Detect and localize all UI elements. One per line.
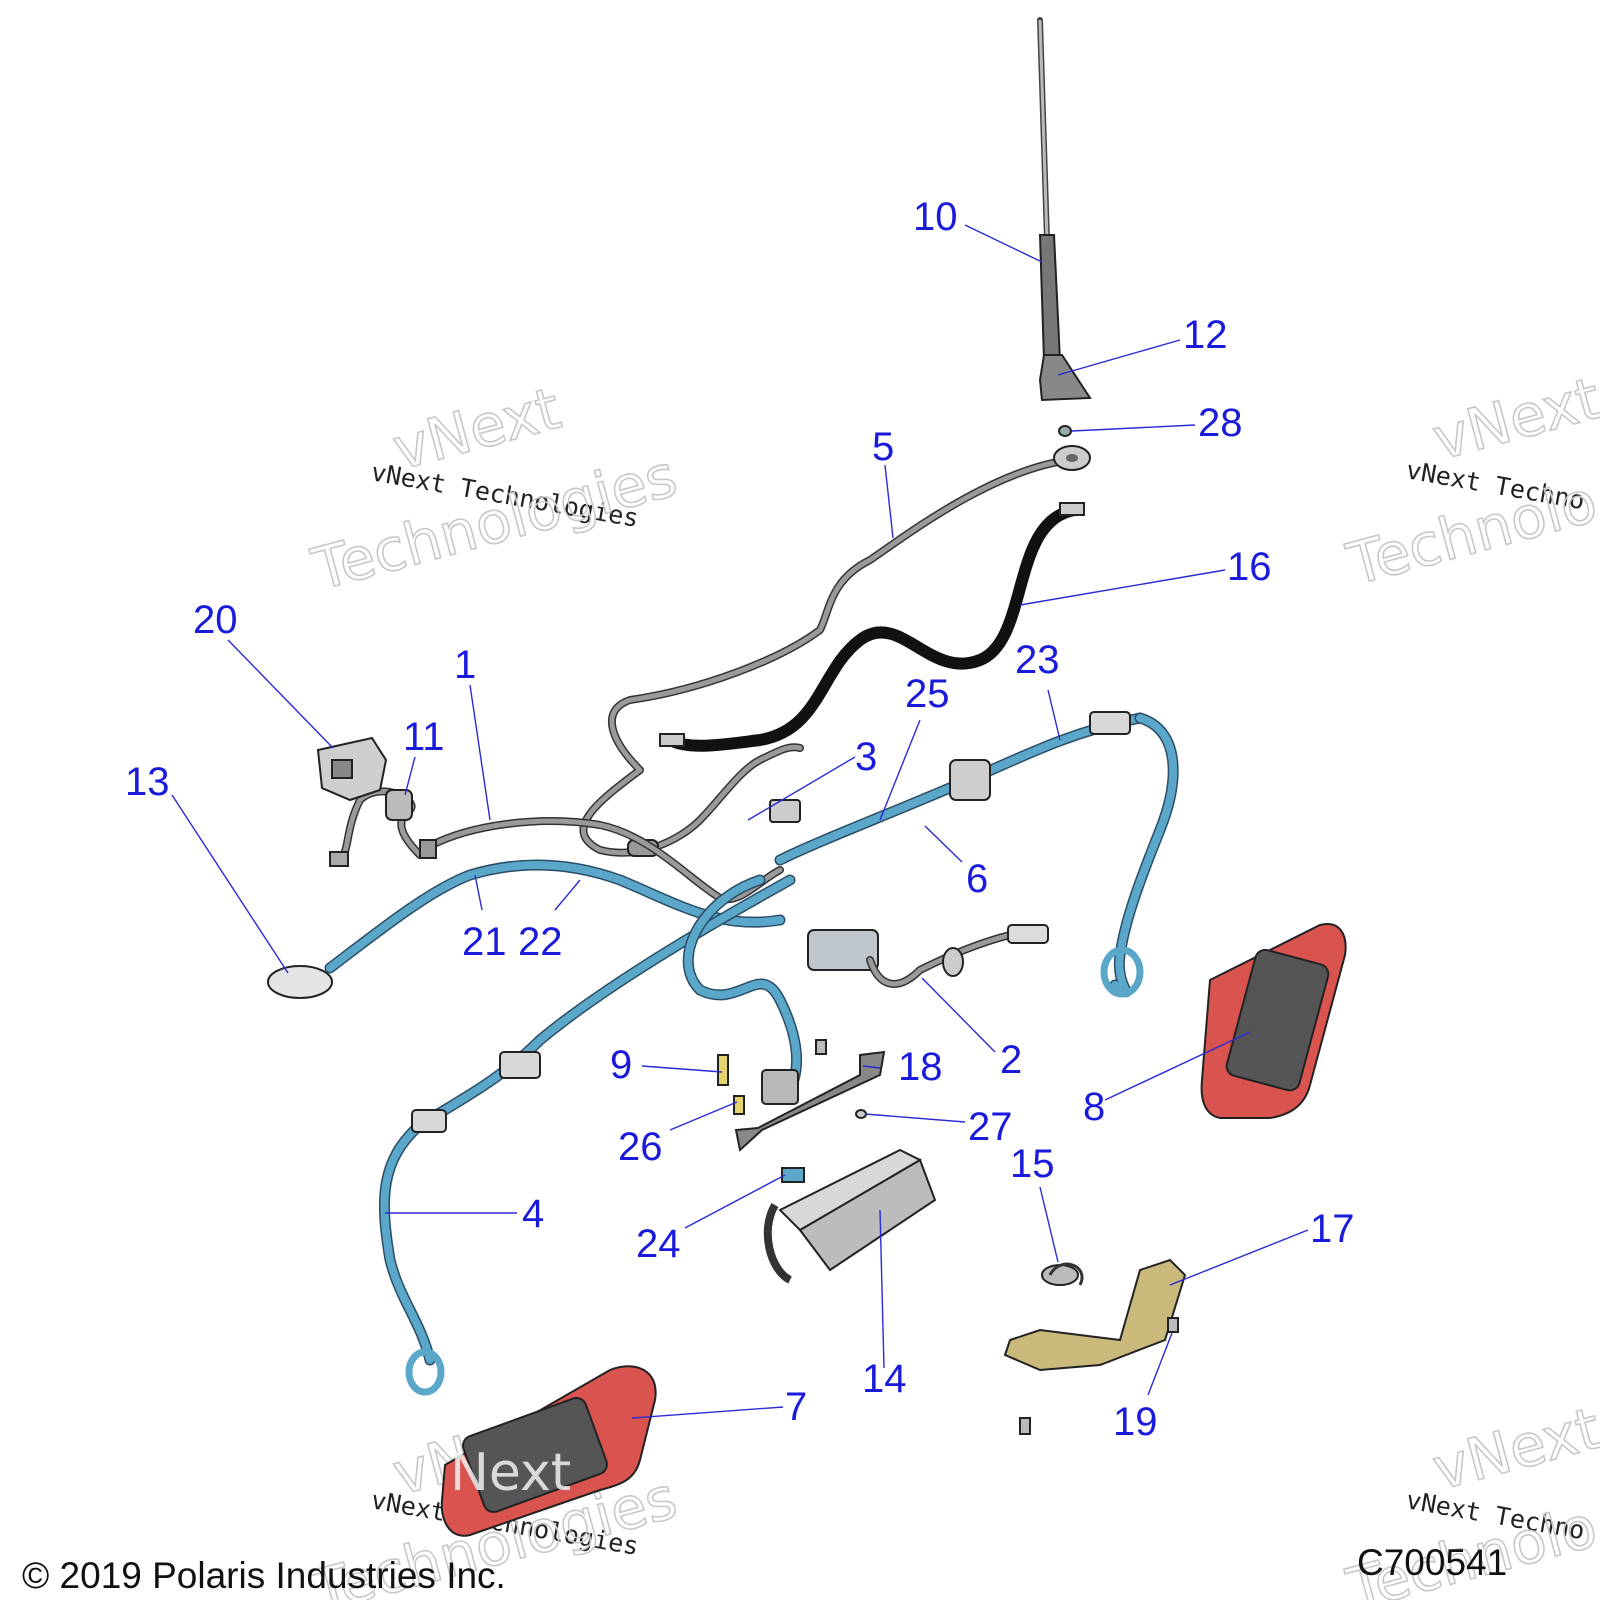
module xyxy=(761,1069,799,1105)
leader-9 xyxy=(641,1065,723,1073)
watermark-top-left: vNext Technologies vNext Technologies xyxy=(304,373,684,604)
watermark-big-text-1: vNext xyxy=(386,374,567,484)
leader-27 xyxy=(864,1113,966,1123)
callout-24: 24 xyxy=(636,1222,681,1266)
leader-10 xyxy=(964,224,1043,263)
callout-3: 3 xyxy=(855,735,877,779)
callout-9: 9 xyxy=(610,1043,632,1087)
callout-4: 4 xyxy=(522,1192,544,1236)
leader-26 xyxy=(669,1101,738,1131)
antenna xyxy=(1037,17,1092,437)
leader-12 xyxy=(1057,339,1181,376)
callout-26: 26 xyxy=(618,1125,663,1169)
leader-7 xyxy=(631,1406,784,1419)
callout-15: 15 xyxy=(1010,1142,1055,1186)
leader-24 xyxy=(684,1174,786,1229)
usb-lead xyxy=(866,924,1049,988)
leader-16 xyxy=(1019,569,1226,606)
speaker-right xyxy=(1200,923,1347,1119)
ground-strap xyxy=(659,502,1085,752)
callout-11: 11 xyxy=(403,715,445,759)
speaker-logo-text: Next xyxy=(450,1443,571,1503)
callout-1: 1 xyxy=(454,643,476,687)
mount-bracket xyxy=(316,736,388,802)
callout-25: 25 xyxy=(905,672,950,716)
figure-id: C700541 xyxy=(1357,1542,1507,1583)
callout-19: 19 xyxy=(1113,1400,1158,1444)
callout-13: 13 xyxy=(125,760,170,804)
leader-6 xyxy=(924,825,963,863)
callout-20: 20 xyxy=(193,598,238,642)
leader-3 xyxy=(747,756,856,821)
callout-2: 2 xyxy=(1000,1038,1022,1082)
callout-16: 16 xyxy=(1227,545,1272,589)
leader-5 xyxy=(884,464,894,539)
leader-25 xyxy=(879,719,921,821)
main-harness xyxy=(324,711,1179,1396)
leader-23 xyxy=(1047,689,1061,741)
leader-19 xyxy=(1147,1332,1173,1396)
callout-labels: 10 12 28 5 16 20 1 11 13 3 25 23 6 21 22… xyxy=(125,195,1355,1444)
callout-27: 27 xyxy=(968,1105,1013,1149)
callout-28: 28 xyxy=(1198,401,1243,445)
speaker-bracket xyxy=(1003,1258,1187,1435)
leader-17 xyxy=(1169,1229,1309,1286)
callout-10: 10 xyxy=(913,195,958,239)
callout-12: 12 xyxy=(1183,313,1228,357)
leader-2 xyxy=(921,977,996,1053)
callout-23: 23 xyxy=(1015,638,1060,682)
fasteners xyxy=(717,1039,886,1152)
fuse-box xyxy=(807,929,879,971)
callout-7: 7 xyxy=(785,1385,807,1429)
callout-5: 5 xyxy=(872,425,894,469)
leader-8 xyxy=(1104,1031,1251,1101)
callout-17: 17 xyxy=(1310,1207,1355,1251)
sensor-puck xyxy=(267,965,333,999)
callout-22: 22 xyxy=(518,920,563,964)
leader-14 xyxy=(879,1209,885,1369)
copyright-text: © 2019 Polaris Industries Inc. xyxy=(22,1555,506,1596)
leader-1 xyxy=(469,684,491,821)
leader-22 xyxy=(554,879,581,911)
callout-14: 14 xyxy=(862,1357,907,1401)
antenna-nut xyxy=(1058,425,1072,437)
leader-28 xyxy=(1071,424,1196,432)
speaker-left: Next xyxy=(440,1365,657,1537)
watermark-top-right: vNext Techno vNext Technolo xyxy=(1339,363,1600,599)
leader-11 xyxy=(404,756,416,796)
mount-plate xyxy=(734,1050,886,1152)
leader-15 xyxy=(1039,1186,1059,1263)
gray-harness xyxy=(329,787,784,904)
callout-8: 8 xyxy=(1083,1085,1105,1129)
watermark-big-text-1: vNext xyxy=(1426,364,1600,474)
leader-18 xyxy=(862,1065,881,1069)
relay-block xyxy=(949,759,991,801)
leader-13 xyxy=(171,794,289,974)
amplifier xyxy=(763,1148,937,1284)
callout-6: 6 xyxy=(966,857,988,901)
watermark-big-text-1: vNext xyxy=(1426,1394,1600,1504)
leader-20 xyxy=(227,639,334,749)
clip xyxy=(1041,1262,1084,1286)
callout-18: 18 xyxy=(898,1045,943,1089)
callout-21: 21 xyxy=(462,920,507,964)
leader-lines xyxy=(171,224,1309,1419)
leader-21 xyxy=(474,874,483,911)
